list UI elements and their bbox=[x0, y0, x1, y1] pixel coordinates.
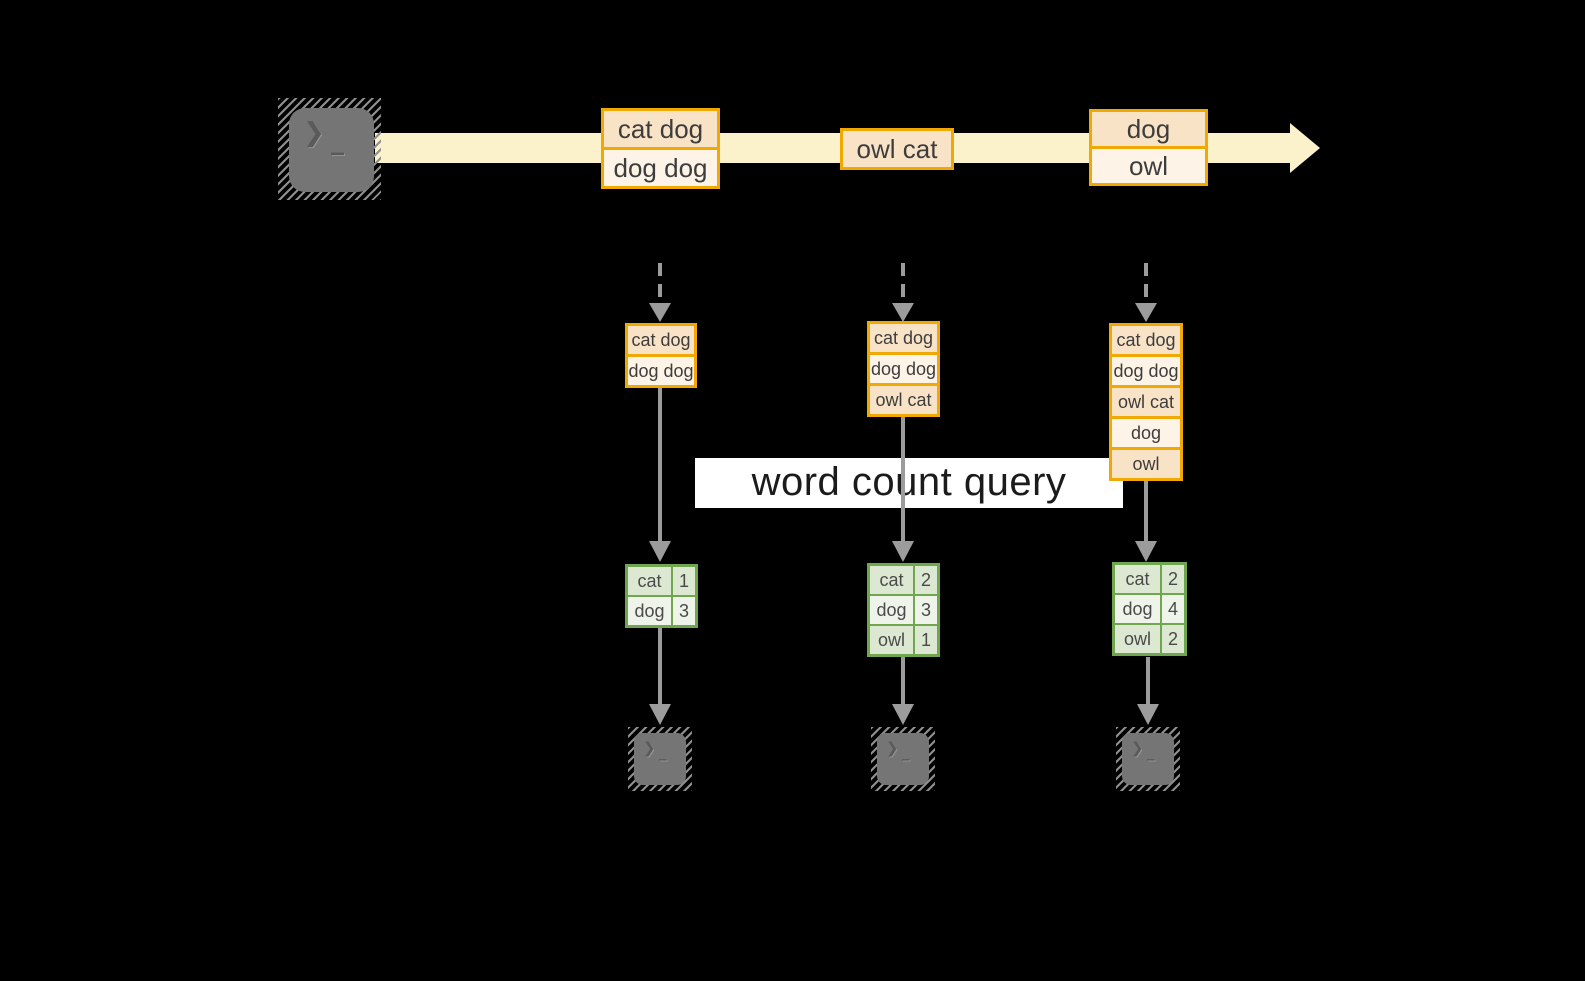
query-arrowhead-2-icon bbox=[892, 541, 914, 562]
word-count-table-2: cat 2 dog 3 owl 1 bbox=[867, 563, 940, 657]
source-terminal-icon: ❯ _ bbox=[278, 98, 381, 200]
buffered-event: owl cat bbox=[870, 383, 937, 414]
event-record: cat dog bbox=[604, 111, 717, 147]
buffered-event: dog dog bbox=[870, 352, 937, 383]
output-arrow-2 bbox=[901, 657, 905, 704]
ingest-arrow-3 bbox=[1144, 263, 1148, 303]
count-value: 1 bbox=[673, 567, 695, 595]
count-value: 3 bbox=[673, 597, 695, 625]
stream-event-box-3: dog owl bbox=[1089, 109, 1208, 186]
query-label-banner: word count query bbox=[695, 458, 1123, 508]
query-arrowhead-1-icon bbox=[649, 541, 671, 562]
count-word: cat bbox=[628, 567, 671, 595]
output-terminal-1-icon: ❯ _ bbox=[628, 727, 692, 791]
terminal-prompt-icon: ❯ bbox=[886, 739, 899, 757]
count-value: 3 bbox=[915, 596, 937, 624]
terminal-screen: ❯ _ bbox=[289, 108, 374, 192]
stream-event-box-1: cat dog dog dog bbox=[601, 108, 720, 189]
terminal-cursor-icon: _ bbox=[659, 743, 667, 761]
output-arrowhead-3-icon bbox=[1137, 704, 1159, 725]
terminal-prompt-icon: ❯ bbox=[643, 739, 656, 757]
event-buffer-stack-1: cat dog dog dog bbox=[625, 323, 697, 388]
event-record: dog bbox=[1092, 112, 1205, 146]
output-arrowhead-2-icon bbox=[892, 704, 914, 725]
buffered-event: cat dog bbox=[1112, 326, 1180, 354]
stream-event-box-2: owl cat bbox=[840, 128, 954, 170]
output-arrow-3 bbox=[1146, 657, 1150, 704]
event-stream-arrowhead-icon bbox=[1290, 123, 1320, 173]
ingest-arrowhead-3-icon bbox=[1135, 303, 1157, 322]
count-word: owl bbox=[870, 626, 913, 654]
terminal-screen: ❯ _ bbox=[877, 733, 929, 785]
event-buffer-stack-3: cat dog dog dog owl cat dog owl bbox=[1109, 323, 1183, 481]
count-word: owl bbox=[1115, 625, 1160, 653]
count-value: 2 bbox=[1162, 565, 1184, 593]
event-record: dog dog bbox=[604, 147, 717, 186]
event-record: owl cat bbox=[843, 131, 951, 167]
count-value: 1 bbox=[915, 626, 937, 654]
ingest-arrowhead-1-icon bbox=[649, 303, 671, 322]
terminal-screen: ❯ _ bbox=[1122, 733, 1174, 785]
buffered-event: owl bbox=[1112, 447, 1180, 478]
ingest-arrow-1 bbox=[658, 263, 662, 303]
terminal-prompt-icon: ❯ bbox=[303, 118, 325, 148]
word-count-table-1: cat 1 dog 3 bbox=[625, 564, 698, 628]
count-value: 4 bbox=[1162, 595, 1184, 623]
count-value: 2 bbox=[1162, 625, 1184, 653]
count-word: cat bbox=[870, 566, 913, 594]
terminal-cursor-icon: _ bbox=[1147, 743, 1155, 761]
event-record: owl bbox=[1092, 146, 1205, 183]
count-value: 2 bbox=[915, 566, 937, 594]
terminal-cursor-icon: _ bbox=[902, 743, 910, 761]
count-word: dog bbox=[1115, 595, 1160, 623]
output-arrow-1 bbox=[658, 628, 662, 704]
event-buffer-stack-2: cat dog dog dog owl cat bbox=[867, 321, 940, 417]
buffered-event: owl cat bbox=[1112, 385, 1180, 416]
terminal-prompt-icon: ❯ bbox=[1131, 739, 1144, 757]
count-word: dog bbox=[628, 597, 671, 625]
ingest-arrowhead-2-icon bbox=[892, 303, 914, 322]
output-terminal-3-icon: ❯ _ bbox=[1116, 727, 1180, 791]
count-word: cat bbox=[1115, 565, 1160, 593]
word-count-table-3: cat 2 dog 4 owl 2 bbox=[1112, 562, 1187, 656]
query-arrow-3 bbox=[1144, 479, 1148, 541]
ingest-arrow-2 bbox=[901, 263, 905, 303]
buffered-event: dog bbox=[1112, 416, 1180, 447]
output-arrowhead-1-icon bbox=[649, 704, 671, 725]
query-arrowhead-3-icon bbox=[1135, 541, 1157, 562]
output-terminal-2-icon: ❯ _ bbox=[871, 727, 935, 791]
buffered-event: dog dog bbox=[628, 354, 694, 385]
terminal-cursor-icon: _ bbox=[331, 126, 344, 156]
query-arrow-1 bbox=[658, 386, 662, 541]
count-word: dog bbox=[870, 596, 913, 624]
buffered-event: dog dog bbox=[1112, 354, 1180, 385]
terminal-screen: ❯ _ bbox=[634, 733, 686, 785]
buffered-event: cat dog bbox=[628, 326, 694, 354]
query-arrow-2 bbox=[901, 415, 905, 541]
query-label: word count query bbox=[751, 460, 1067, 504]
buffered-event: cat dog bbox=[870, 324, 937, 352]
